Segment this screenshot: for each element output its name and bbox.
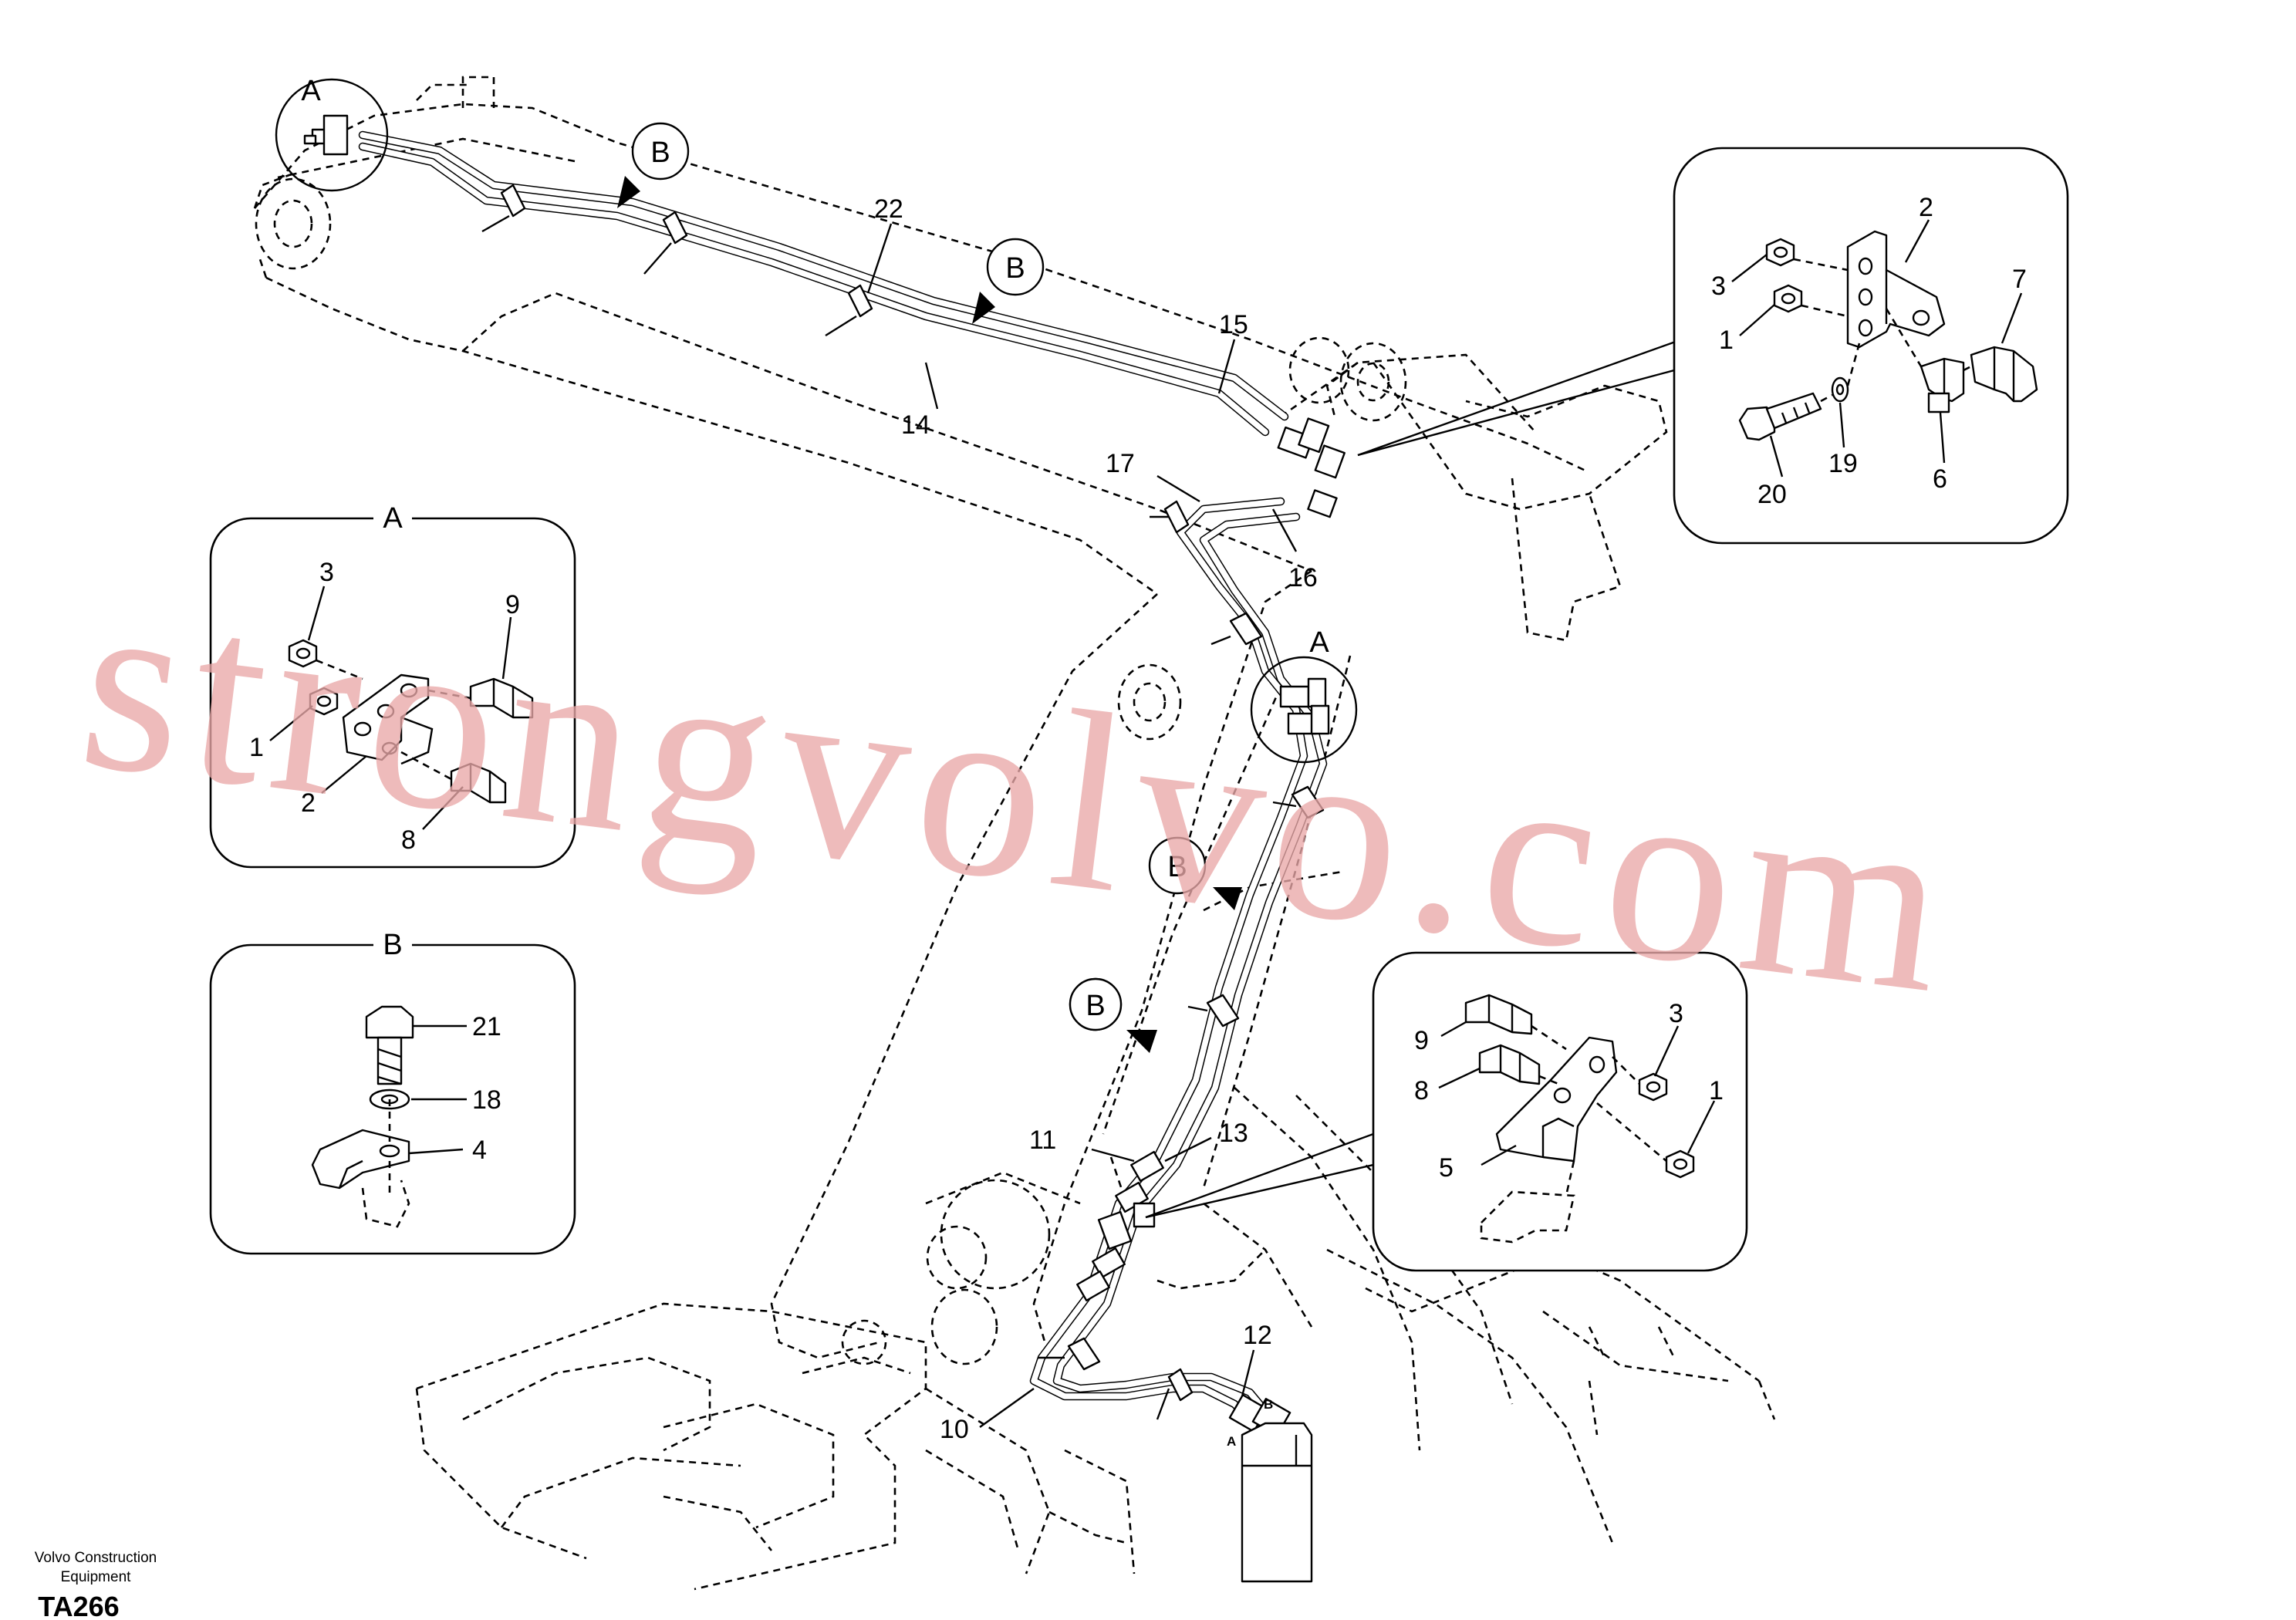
detail-a-label-1: 1 bbox=[249, 733, 264, 762]
label-16: 16 bbox=[1288, 563, 1318, 592]
main-leaders bbox=[866, 223, 1683, 1428]
machine-outline bbox=[253, 76, 1776, 1591]
port-label-a: A bbox=[1227, 1434, 1236, 1449]
callout-b-4: B bbox=[1069, 977, 1157, 1053]
view-callouts: A B B A B B bbox=[301, 75, 1329, 1053]
detail-br-label-5: 5 bbox=[1439, 1153, 1454, 1183]
detail-b-title: B bbox=[383, 929, 402, 961]
callout-b-2: B bbox=[972, 238, 1045, 324]
svg-text:B: B bbox=[650, 137, 670, 169]
detail-br-label-8: 8 bbox=[1414, 1076, 1429, 1105]
label-17: 17 bbox=[1106, 449, 1135, 478]
detail-tr-label-6: 6 bbox=[1933, 464, 1947, 494]
main-part-labels: 22 15 14 17 16 11 13 12 10 B A bbox=[874, 194, 1318, 1449]
label-13: 13 bbox=[1219, 1119, 1248, 1148]
boom-clamps bbox=[481, 184, 873, 337]
detail-br-label-9: 9 bbox=[1414, 1026, 1429, 1055]
svg-text:B: B bbox=[1005, 252, 1025, 285]
detail-br-label-3: 3 bbox=[1669, 999, 1683, 1028]
footer-company-line1: Volvo Construction bbox=[35, 1550, 157, 1566]
detail-tr-label-20: 20 bbox=[1757, 480, 1787, 509]
detail-b-label-4: 4 bbox=[472, 1136, 487, 1165]
hose-assembly bbox=[303, 114, 1346, 1583]
detail-tr-label-1: 1 bbox=[1719, 326, 1734, 355]
drawing-code: TA266 bbox=[38, 1591, 119, 1620]
detail-a-label-8: 8 bbox=[401, 825, 416, 855]
label-22: 22 bbox=[874, 194, 903, 224]
detail-a-label-9: 9 bbox=[505, 590, 520, 619]
detail-top-right-panel: 2 3 7 1 20 19 6 bbox=[1673, 147, 2069, 545]
label-11: 11 bbox=[1029, 1126, 1056, 1155]
callout-b-3: B bbox=[1148, 836, 1242, 910]
detail-tr-label-2: 2 bbox=[1919, 193, 1933, 222]
detail-a-label-2: 2 bbox=[301, 788, 316, 818]
detail-b-label-18: 18 bbox=[472, 1085, 501, 1115]
callout-b-1: B bbox=[617, 122, 690, 208]
detail-b-label-21: 21 bbox=[472, 1012, 501, 1041]
label-15: 15 bbox=[1219, 310, 1248, 339]
arm-clamps bbox=[1038, 500, 1325, 1420]
detail-tr-label-19: 19 bbox=[1828, 449, 1858, 478]
detail-a-panel: A 3 9 1 2 8 bbox=[209, 501, 576, 869]
port-label-b: B bbox=[1264, 1397, 1273, 1412]
footer-company-line2: Equipment bbox=[61, 1569, 132, 1585]
label-10: 10 bbox=[940, 1415, 969, 1444]
detail-bottom-right-panel: 9 3 8 1 5 bbox=[1372, 951, 1748, 1272]
detail-br-label-1: 1 bbox=[1709, 1076, 1724, 1105]
callout-a-mid: A bbox=[1309, 626, 1329, 659]
callout-a-top: A bbox=[301, 75, 321, 107]
svg-text:B: B bbox=[1086, 990, 1105, 1022]
detail-tr-label-7: 7 bbox=[2012, 265, 2027, 294]
detail-b-panel: B 21 18 4 bbox=[209, 928, 576, 1255]
label-12: 12 bbox=[1243, 1321, 1272, 1350]
detail-a-label-3: 3 bbox=[319, 558, 334, 587]
detail-a-title: A bbox=[383, 502, 403, 535]
detail-tr-label-3: 3 bbox=[1711, 272, 1726, 301]
footer: Volvo Construction Equipment TA266 bbox=[35, 1550, 157, 1620]
label-14: 14 bbox=[901, 410, 930, 440]
svg-text:B: B bbox=[1167, 851, 1187, 883]
